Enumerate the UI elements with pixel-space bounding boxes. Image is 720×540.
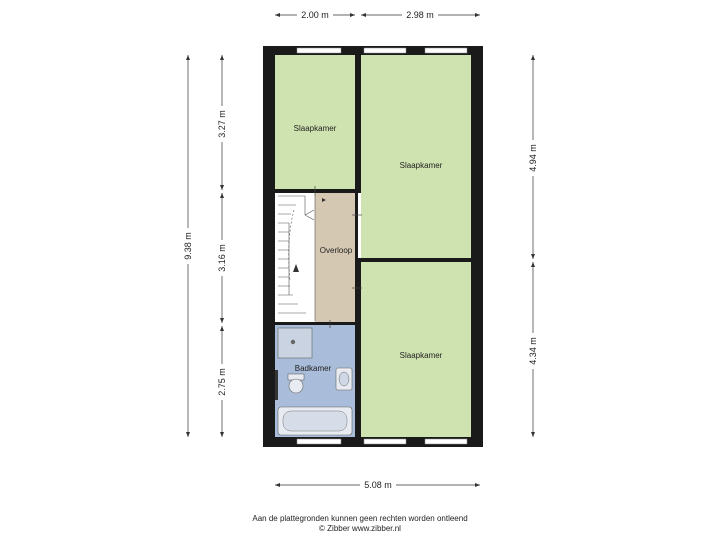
dim-label-left-middle: 3.16 m xyxy=(217,244,227,272)
door-markers xyxy=(314,186,362,328)
arrow-icon xyxy=(220,193,224,198)
landing-fill xyxy=(315,193,355,323)
dim-label-total-height: 9.38 m xyxy=(183,232,193,260)
room-label-bedroom-bottom-right: Slaapkamer xyxy=(400,351,443,360)
dim-label-right-upper: 4.94 m xyxy=(528,144,538,172)
shower xyxy=(277,327,313,359)
arrow-icon xyxy=(220,432,224,437)
dim-label-left-lower: 2.75 m xyxy=(217,368,227,396)
stair-arrow-icon xyxy=(293,264,299,272)
toilet xyxy=(287,373,305,394)
stair-arrow-up-icon xyxy=(322,198,326,202)
arrow-icon xyxy=(475,483,480,487)
arrow-icon xyxy=(531,262,535,267)
arrow-icon xyxy=(186,432,190,437)
arrow-icon xyxy=(275,483,280,487)
bathtub xyxy=(277,406,353,436)
arrow-icon xyxy=(531,254,535,259)
dim-label-bottom: 5.08 m xyxy=(364,480,392,490)
dim-label-top-right: 2.98 m xyxy=(406,10,434,20)
room-label-bathroom: Badkamer xyxy=(295,364,332,373)
sink xyxy=(335,367,353,391)
arrow-icon xyxy=(475,13,480,17)
bedroom-bottom-right-fill xyxy=(361,262,480,437)
windows xyxy=(296,47,468,445)
arrow-icon xyxy=(531,432,535,437)
arrow-icon xyxy=(531,55,535,60)
staircase xyxy=(278,195,316,321)
copyright-link[interactable]: © Zibber www.zibber.nl xyxy=(319,524,401,533)
room-label-bedroom-top-left: Slaapkamer xyxy=(294,124,337,133)
dim-label-left-upper: 3.27 m xyxy=(217,110,227,138)
stairwell-fill xyxy=(275,193,315,323)
arrow-icon xyxy=(220,326,224,331)
dim-label-right-lower: 4.34 m xyxy=(528,337,538,365)
arrow-icon xyxy=(220,55,224,60)
arrow-icon xyxy=(361,13,366,17)
arrow-icon xyxy=(350,13,355,17)
bedroom-top-left-fill xyxy=(275,55,355,191)
arrow-icon xyxy=(220,185,224,190)
disclaimer-text: Aan de plattegronden kunnen geen rechten… xyxy=(252,514,468,523)
room-label-landing: Overloop xyxy=(320,246,353,255)
room-label-bedroom-top-right: Slaapkamer xyxy=(400,161,443,170)
dim-label-top-left: 2.00 m xyxy=(301,10,329,20)
arrow-icon xyxy=(220,318,224,323)
arrow-icon xyxy=(275,13,280,17)
bedroom-top-right-fill xyxy=(361,55,480,258)
arrow-icon xyxy=(186,55,190,60)
radiator xyxy=(274,370,278,400)
